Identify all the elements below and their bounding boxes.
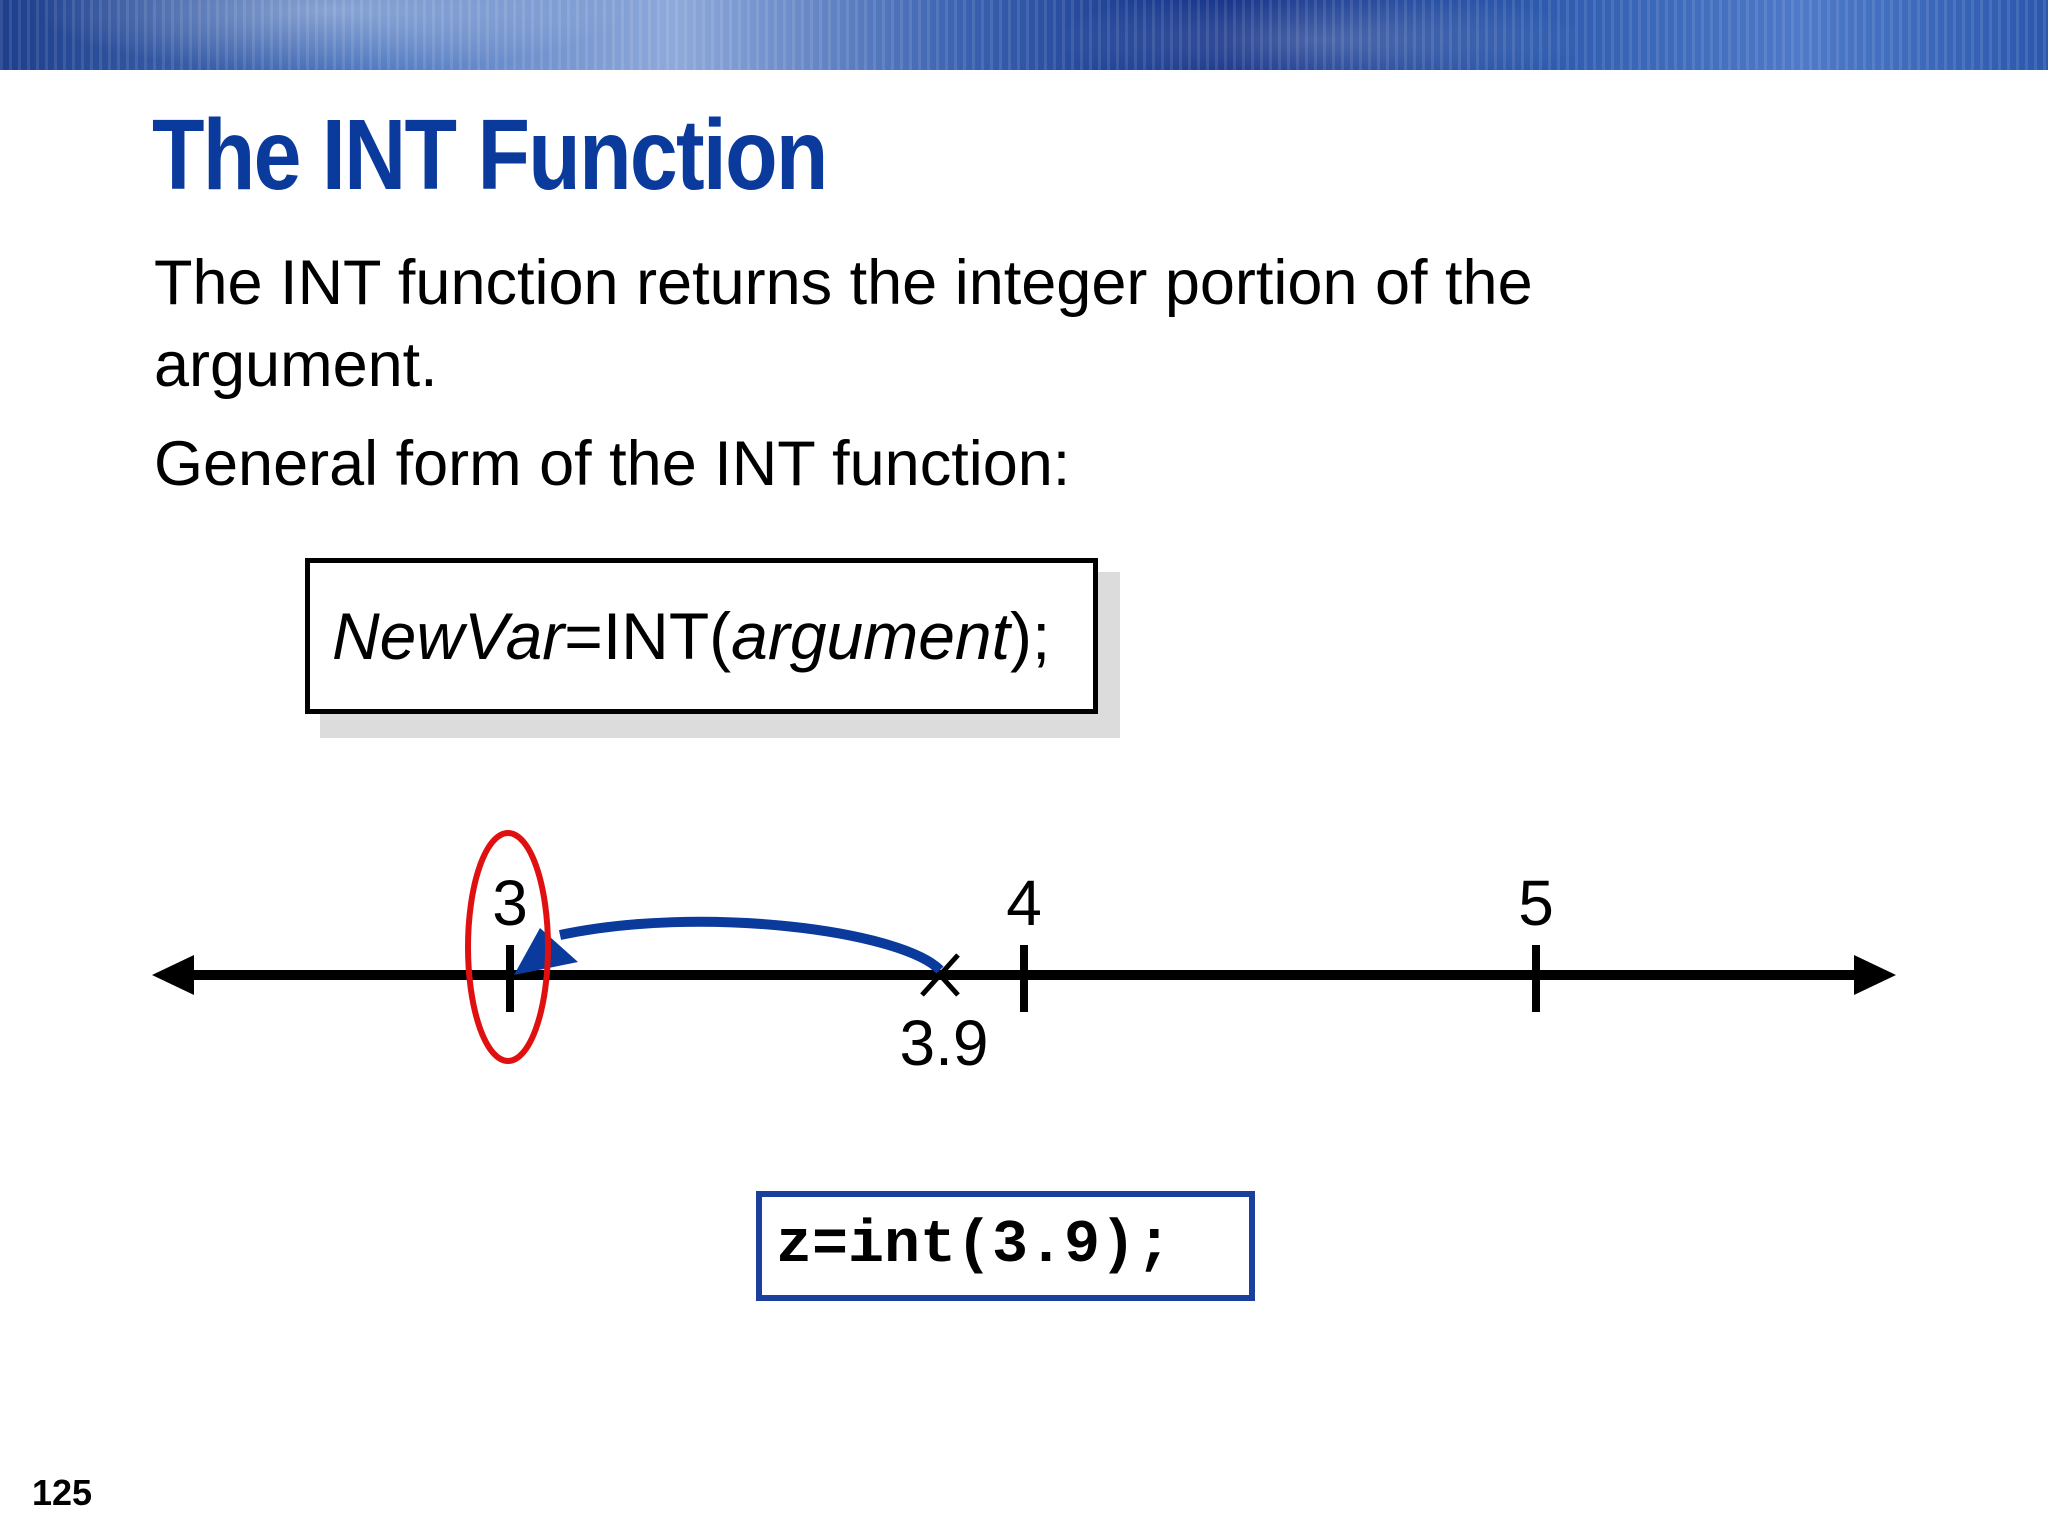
description-line-2: argument. xyxy=(154,330,438,400)
int-call-close: ); xyxy=(1009,599,1051,673)
header-banner-sheen xyxy=(0,0,2048,70)
description-line-1: The INT function returns the integer por… xyxy=(154,248,1533,318)
newvar-placeholder: NewVar xyxy=(332,599,565,673)
right-arrowhead xyxy=(1854,955,1896,995)
example-code: z=int(3.9); xyxy=(776,1212,1173,1280)
result-highlight-circle xyxy=(465,830,551,1064)
header-banner xyxy=(0,0,2048,70)
general-form-heading: General form of the INT function: xyxy=(154,429,1071,499)
tick-label-3: 3 xyxy=(492,867,528,939)
slide-title: The INT Function xyxy=(152,99,828,211)
int-call-open: =INT( xyxy=(564,599,732,673)
argument-placeholder: argument xyxy=(731,599,1010,673)
slide-number: 125 xyxy=(32,1472,93,1513)
general-form-box: NewVar=INT(argument); xyxy=(305,558,1098,714)
value-marker-x-2 xyxy=(920,953,960,997)
marked-value-label: 3.9 xyxy=(900,1007,989,1079)
example-code-box: z=int(3.9); xyxy=(756,1191,1255,1301)
tick-label-4: 4 xyxy=(1006,867,1042,939)
tick-label-5: 5 xyxy=(1518,867,1554,939)
left-arrowhead xyxy=(152,955,194,995)
truncation-arrow xyxy=(558,916,944,974)
